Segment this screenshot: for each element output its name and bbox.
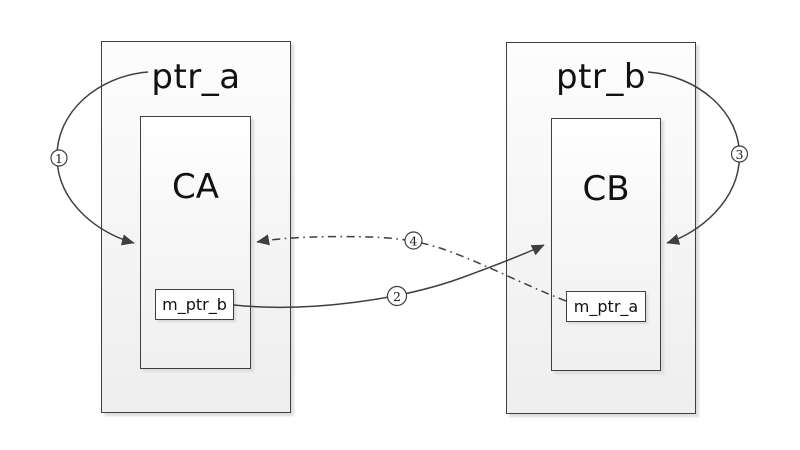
step-badge-3: 3 bbox=[730, 145, 749, 163]
class-box-ca: CA m_ptr_b bbox=[140, 116, 251, 369]
member-label-m-ptr-a: m_ptr_a bbox=[573, 297, 639, 316]
step-badge-4: 4 bbox=[404, 231, 423, 250]
object-box-b: ptr_b CB m_ptr_a bbox=[506, 42, 696, 414]
class-label-cb: CB bbox=[582, 169, 630, 209]
member-box-m-ptr-a: m_ptr_a bbox=[566, 291, 646, 322]
step-number-2: 2 bbox=[393, 289, 401, 304]
member-label-m-ptr-b: m_ptr_b bbox=[162, 295, 227, 314]
step-number-4: 4 bbox=[410, 234, 418, 249]
step-number-1: 1 bbox=[55, 151, 63, 166]
step-number-3: 3 bbox=[736, 147, 744, 162]
object-box-a: ptr_a CA m_ptr_b bbox=[101, 41, 291, 413]
step-badge-2: 2 bbox=[386, 285, 408, 307]
pointer-label-ptr-b: ptr_b bbox=[556, 57, 646, 97]
step-badge-1: 1 bbox=[50, 149, 68, 167]
class-box-cb: CB m_ptr_a bbox=[551, 118, 661, 371]
pointer-label-ptr-a: ptr_a bbox=[151, 57, 241, 97]
class-label-ca: CA bbox=[172, 167, 219, 207]
member-box-m-ptr-b: m_ptr_b bbox=[155, 289, 234, 320]
